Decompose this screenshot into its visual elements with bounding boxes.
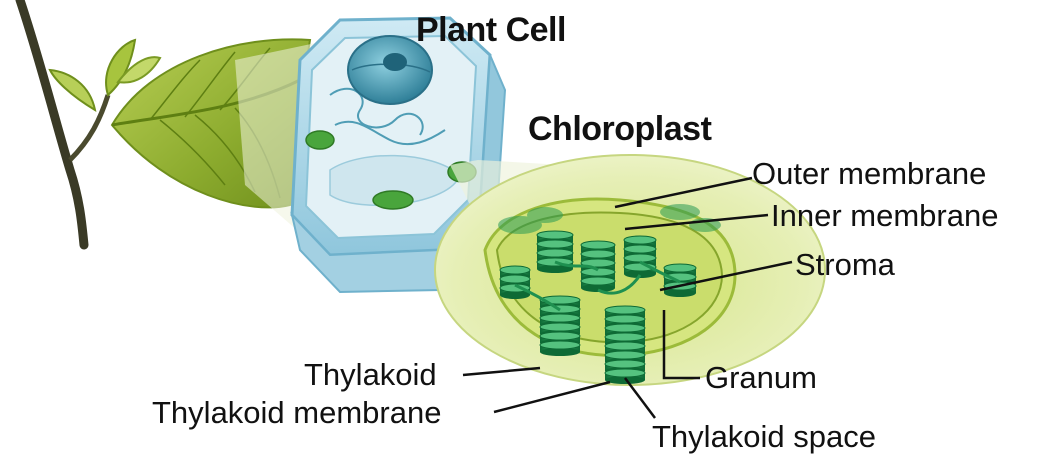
label-thylakoid-space: Thylakoid space	[652, 421, 876, 452]
thylakoid-disc-top	[540, 332, 580, 340]
thylakoid-disc-top	[500, 275, 530, 283]
thylakoid-disc-top	[624, 254, 656, 262]
thylakoid-disc-top	[624, 245, 656, 253]
leader-thylakoid-membrane	[494, 382, 610, 412]
granum-stack	[500, 266, 530, 299]
label-granum: Granum	[705, 362, 817, 393]
thylakoid-disc-top	[537, 231, 573, 239]
thylakoid-disc-top	[540, 341, 580, 349]
thylakoid-disc-top	[537, 240, 573, 248]
thylakoid-disc-top	[581, 277, 615, 285]
thylakoid-disc-top	[581, 241, 615, 249]
thylakoid-disc-top	[605, 315, 645, 323]
label-thylakoid-membrane: Thylakoid membrane	[152, 397, 441, 428]
granum-stack	[540, 296, 580, 356]
granum-stack	[624, 236, 656, 278]
thylakoid-disc-top	[605, 324, 645, 332]
thylakoid-disc-top	[624, 236, 656, 244]
thylakoid-disc-top	[540, 314, 580, 322]
thylakoid-disc-top	[581, 250, 615, 258]
thylakoid-disc-top	[605, 369, 645, 377]
leader-thylakoid	[463, 368, 540, 375]
thylakoid-disc-top	[540, 323, 580, 331]
thylakoid-disc-top	[664, 264, 696, 272]
thylakoid-disc-top	[605, 351, 645, 359]
label-stroma: Stroma	[795, 249, 895, 280]
thylakoid-disc-top	[605, 342, 645, 350]
title-chloroplast: Chloroplast	[528, 112, 711, 146]
thylakoid-disc-top	[500, 266, 530, 274]
label-thylakoid: Thylakoid	[304, 359, 437, 390]
thylakoid-disc-top	[537, 249, 573, 257]
granum-stack	[605, 306, 645, 384]
thylakoid-disc-top	[605, 306, 645, 314]
thylakoid-disc-top	[605, 360, 645, 368]
thylakoid-disc-top	[605, 333, 645, 341]
label-inner-membrane: Inner membrane	[771, 200, 998, 231]
label-outer-membrane: Outer membrane	[752, 158, 986, 189]
title-plant-cell: Plant Cell	[416, 13, 566, 47]
